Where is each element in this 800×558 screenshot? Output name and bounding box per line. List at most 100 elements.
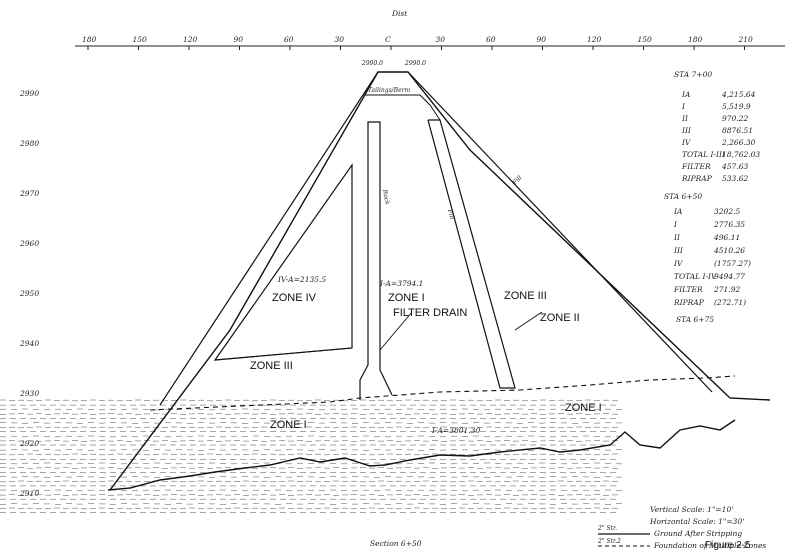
quantity-value: 9494.77 xyxy=(714,272,745,281)
crest-detail xyxy=(365,94,441,121)
elevation-labels: 2990 2980 2970 2960 2950 2940 2930 2920 2910 xyxy=(19,89,39,498)
quantity-label: III xyxy=(681,126,692,135)
zone-iv-inner xyxy=(214,347,353,361)
offset-tick-label: 120 xyxy=(183,35,198,44)
quantity-value: 3202.5 xyxy=(714,207,740,216)
elevation-label: 2970 xyxy=(19,189,39,198)
quantity-label: II xyxy=(673,233,681,242)
quantity-label: I xyxy=(681,102,686,111)
quantity-value: (1757.27) xyxy=(714,259,751,268)
crest-detail-note: Tailings/Berm xyxy=(368,87,411,94)
figure-caption: Figure 2-5 xyxy=(705,540,751,551)
quantity-label: I xyxy=(673,220,678,229)
quantity-label: FILTER xyxy=(673,285,703,294)
quantity-label: IV xyxy=(673,259,684,268)
quantity-value: 271.92 xyxy=(713,285,740,294)
crest-right-label: 2990.0 xyxy=(404,60,426,67)
station-6-75-note: STA 6+75 xyxy=(676,315,714,324)
quantity-value: 533.62 xyxy=(722,174,748,183)
elevation-label: 2990 xyxy=(19,89,39,98)
quantity-label: II xyxy=(681,114,689,123)
vertical-scale-note: Vertical Scale: 1"=10' xyxy=(650,505,733,514)
elevation-label: 2920 xyxy=(19,439,39,448)
quantity-value: 8876.51 xyxy=(722,126,753,135)
zone-ii-label: ZONE II xyxy=(540,312,580,324)
station-7-00-title: STA 7+00 xyxy=(674,70,712,79)
offset-ticks: 180 150 120 90 60 30 C 30 60 90 120 150 180 210 xyxy=(82,35,753,50)
distance-header: Dist xyxy=(391,9,408,18)
quantity-value: 496.11 xyxy=(713,233,740,242)
offset-tick-label: 210 xyxy=(738,35,754,44)
quantity-label: TOTAL I-III xyxy=(682,150,726,159)
base-area-note: I-A=3801.30 xyxy=(431,426,480,435)
offset-tick-label: 120 xyxy=(587,35,602,44)
quantity-label: FILTER xyxy=(681,162,711,171)
left-slope-note: Fill xyxy=(446,208,456,220)
foundation-legend-note: Foundation of Multiple Zones xyxy=(653,541,766,550)
offset-tick-label: 150 xyxy=(638,35,653,44)
quantity-value: 457.63 xyxy=(721,162,748,171)
elevation-label: 2930 xyxy=(19,389,39,398)
elevation-label: 2940 xyxy=(19,339,39,348)
quantity-value: 4510.26 xyxy=(713,246,745,255)
right-slope-note: Fill xyxy=(511,174,524,187)
offset-tick-label: 60 xyxy=(486,35,496,44)
quantity-value: 970.22 xyxy=(722,114,748,123)
zone-i-area-note: I-A=3794.1 xyxy=(379,279,423,288)
quantity-value: 18,762.03 xyxy=(722,150,760,159)
core-outline xyxy=(359,121,393,400)
offset-tick-label: 30 xyxy=(436,35,446,44)
zone-i-left-label: ZONE I xyxy=(270,419,307,431)
section-label: Section 6+50 xyxy=(370,539,422,548)
ground-line xyxy=(107,419,736,491)
zone-iv-boundary xyxy=(213,163,353,361)
quantity-value: 5,519.9 xyxy=(722,102,751,111)
quantity-value: 2776.35 xyxy=(713,220,745,229)
crest-left-label: 2990.0 xyxy=(361,60,383,67)
zone-ii-outline xyxy=(427,119,516,389)
ground-legend-note: Ground After Stripping xyxy=(654,529,742,538)
offset-tick-label: 30 xyxy=(335,35,345,44)
offset-tick-label: 180 xyxy=(82,35,97,44)
foundation-hatching xyxy=(0,399,622,513)
elevation-label: 2950 xyxy=(19,289,39,298)
zone-iv-area-note: IV-A=2135.5 xyxy=(277,275,326,284)
quantity-label: RIPRAP xyxy=(673,298,705,307)
foundation-line xyxy=(149,375,736,411)
ground-legend-code: 2" Str. xyxy=(597,525,617,532)
offset-tick-label: C xyxy=(385,35,391,44)
right-slope-line xyxy=(407,71,713,393)
station-6-50-title: STA 6+50 xyxy=(664,192,702,201)
zone-ii-leader xyxy=(514,311,543,331)
filter-drain-label: FILTER DRAIN xyxy=(393,307,467,319)
offset-tick-label: 60 xyxy=(284,35,294,44)
offset-tick-label: 150 xyxy=(133,35,148,44)
zone-i-right-label: ZONE I xyxy=(565,402,602,414)
foundation-legend-code: 2" Str.2 xyxy=(597,538,621,545)
offset-tick-label: 180 xyxy=(688,35,703,44)
left-slope-line xyxy=(159,71,379,406)
elevation-label: 2960 xyxy=(19,239,39,248)
quantity-label: RIPRAP xyxy=(681,174,713,183)
filter-drain-line xyxy=(379,311,413,351)
elevation-label: 2910 xyxy=(19,489,39,498)
zone-i-core-label: ZONE I xyxy=(388,292,425,304)
quantity-label: IV xyxy=(681,138,692,147)
quantity-label: III xyxy=(673,246,684,255)
zone-iii-left-label: ZONE III xyxy=(250,360,293,372)
quantity-value: (272.71) xyxy=(714,298,746,307)
horizontal-scale-note: Horizontal Scale: 1"=30' xyxy=(649,517,744,526)
quantity-value: 2,266.30 xyxy=(721,138,756,147)
quantity-label: IA xyxy=(673,207,683,216)
elevation-label: 2980 xyxy=(19,139,39,148)
quantity-label: IA xyxy=(681,90,691,99)
core-face-note: Rock xyxy=(381,188,391,205)
zone-iii-right-label: ZONE III xyxy=(504,290,547,302)
offset-tick-label: 90 xyxy=(234,35,244,44)
offset-tick-label: 90 xyxy=(537,35,547,44)
quantity-label: TOTAL I-IV xyxy=(674,272,718,281)
quantity-value: 4,215.64 xyxy=(721,90,756,99)
